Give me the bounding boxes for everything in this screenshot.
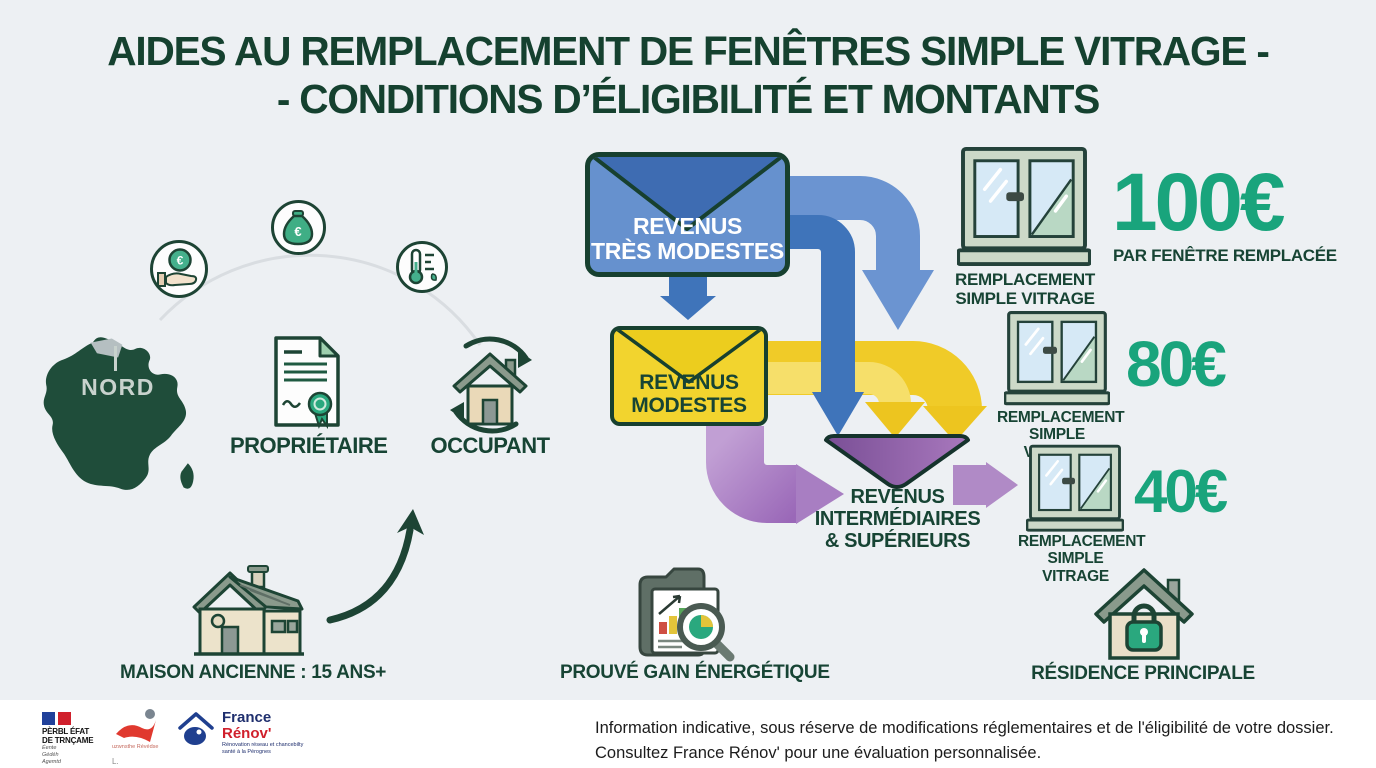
window-label-1: REMPLACEMENT SIMPLE VITRAGE: [945, 270, 1105, 308]
france-renov-sub1: Rénovation réseau et chancebilty: [222, 741, 304, 748]
tier-label-line: REVENUS: [632, 212, 743, 239]
occupant-label: OCCUPANT: [430, 433, 550, 458]
window-icon-1: [957, 146, 1091, 268]
window-label-line: SIMPLE VITRAGE: [955, 289, 1095, 309]
amount-modestes: 80€: [1126, 328, 1227, 400]
thermometer-icon: [396, 241, 448, 293]
flag-red-block: [58, 712, 71, 725]
gov-logo-line1: PÈRBL ÉFAT: [42, 727, 90, 736]
euro-symbol: €: [177, 254, 184, 268]
map-region-label: NORD: [81, 374, 155, 400]
gov-motto-3: Agemtd: [42, 759, 61, 766]
envelope-intermediaires: [824, 434, 970, 489]
window-icon-3: [1026, 444, 1124, 533]
page-title-line1: AIDES AU REMPLACEMENT DE FENÊTRES SIMPLE…: [107, 28, 1270, 74]
france-renov-house-icon: [178, 712, 214, 745]
gov-motto-2: Gédéh: [42, 752, 59, 759]
condition-residence-principale: RÉSIDENCE PRINCIPALE: [1031, 663, 1255, 684]
lock-house-icon: [1094, 568, 1194, 660]
window-label-line: REMPLACEMENT: [955, 270, 1095, 289]
page-title-line2: - CONDITIONS D’ÉLIGIBILITÉ ET MONTANTS: [276, 76, 1100, 122]
envelope-modestes: REVENUS MODESTES: [610, 326, 768, 426]
gov-logo: PÈRBL ÉFAT DE TRNÇAME Éente Gédéh Agemtd: [42, 712, 94, 766]
amount-tres-modestes: 100€: [1112, 157, 1285, 248]
window-label-line: SIMPLE VITRAGE: [1042, 550, 1109, 585]
hand-euro-icon: €: [150, 240, 208, 298]
anah-prefix: L.: [112, 756, 119, 766]
disclaimer-line2: Consultez France Rénov' pour une évaluat…: [595, 744, 1042, 762]
envelope-tres-modestes: REVENUS TRÈS MODESTES: [585, 152, 790, 277]
france-renov-sub2: santé à la Pérognes: [222, 748, 271, 755]
flag-blue-block: [42, 712, 55, 725]
disclaimer-line1: Information indicative, sous réserve de …: [595, 719, 1334, 737]
footer-bar: PÈRBL ÉFAT DE TRNÇAME Éente Gédéh Agemtd…: [0, 700, 1376, 768]
tier-label-line: MODESTES: [631, 394, 747, 418]
gov-motto-1: Éente: [42, 745, 57, 752]
owner-label: PROPRIÉTAIRE: [230, 433, 388, 458]
tier-label-line: & SUPÉRIEURS: [824, 530, 971, 552]
tier-label-line: REVENUS: [850, 486, 945, 508]
window-icon-2: [1004, 310, 1110, 407]
gov-logo-line2: DE TRNÇAME: [42, 736, 94, 746]
money-bag-icon: €: [271, 200, 326, 255]
tier-label-intermediaires: REVENUS INTERMÉDIAIRES & SUPÉRIEURS: [790, 486, 1005, 552]
france-renov-name2: Rénov': [222, 724, 272, 742]
condition-gain-energetique: PROUVÉ GAIN ÉNERGÉTIQUE: [560, 662, 830, 683]
euro-symbol: €: [294, 224, 301, 239]
condition-maison-ancienne: MAISON ANCIENNE : 15 ANS+: [120, 662, 387, 683]
amount-note: PAR FENÊTRE REMPLACÉE: [1113, 246, 1337, 265]
corsica: [180, 463, 194, 489]
deed-document-icon: [274, 336, 340, 429]
anah-small-text: uzwnsthe Révédse: [112, 744, 159, 750]
curved-arrow-icon: [326, 509, 424, 624]
anah-logo: uzwnsthe Révédse L. ANAH: [112, 708, 172, 768]
tier-label-line: TRÈS MODESTES: [591, 238, 784, 265]
window-label-3: REMPLACEMENT SIMPLE VITRAGE: [1018, 533, 1146, 585]
occupant-cycle-icon: [450, 336, 532, 434]
amount-intermediaires: 40€: [1134, 458, 1228, 525]
old-house-icon: [192, 565, 304, 656]
nord-pointer-line: [114, 346, 117, 371]
flow-arrows: [660, 176, 1018, 524]
window-label-line: REMPLACEMENT: [1018, 533, 1146, 550]
window-label-line: REMPLACEMENT: [997, 409, 1125, 426]
tier-label-line: REVENUS: [639, 370, 739, 394]
france-renov-name1: France: [222, 709, 272, 726]
energy-report-icon: [638, 567, 735, 662]
footer-disclaimer: Information indicative, sous réserve de …: [595, 716, 1355, 766]
france-renov-logo: France Rénov' Rénovation réseau et chanc…: [176, 710, 303, 756]
tier-label-line: INTERMÉDIAIRES: [814, 508, 981, 530]
